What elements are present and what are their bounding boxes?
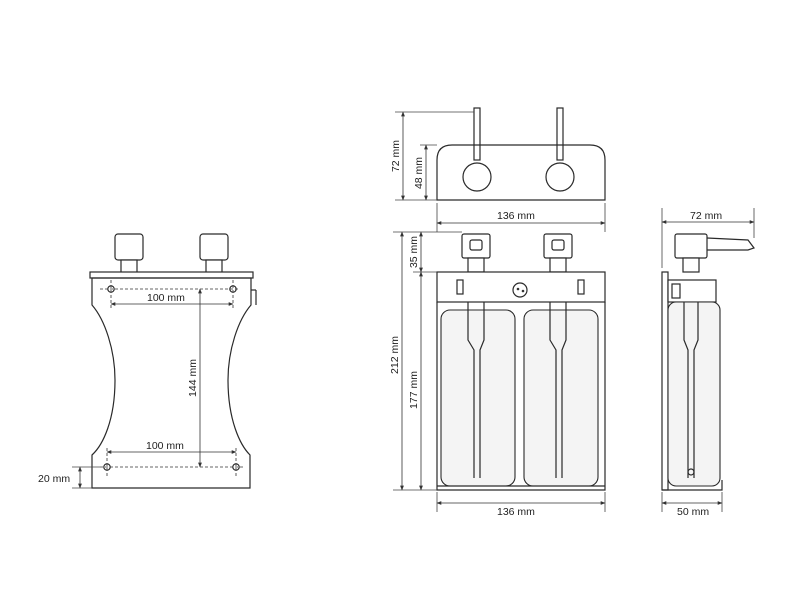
front-lock-screw	[512, 282, 528, 298]
front-dim-top-part: 48 mm	[413, 157, 425, 189]
front-top-pump-right	[545, 162, 575, 192]
front-dim-total-top: 72 mm	[390, 140, 402, 172]
back-top-bar	[89, 271, 254, 279]
back-dim-bottom-width: 100 mm	[146, 440, 184, 452]
front-dim-pump-height: 35 mm	[408, 236, 420, 268]
side-drip-tray	[662, 480, 723, 491]
back-view: 100 mm 144 mm 100 mm 20 mm	[38, 233, 257, 489]
side-view: 72 mm 50 mm	[661, 208, 755, 518]
side-dim-bottom-depth: 50 mm	[677, 506, 709, 518]
front-view: 72 mm 48 mm 136 mm	[389, 107, 606, 518]
front-top-pump-left	[462, 162, 492, 192]
front-top-plate	[436, 144, 606, 201]
side-dim-top-depth: 72 mm	[690, 210, 722, 222]
back-dim-top-width: 100 mm	[147, 292, 185, 304]
front-dim-bottle-height: 177 mm	[408, 371, 420, 409]
side-pump-nozzle	[706, 237, 755, 251]
front-drip-tray	[436, 302, 606, 491]
back-dim-bottom-offset: 20 mm	[38, 473, 70, 485]
back-pump-cap-right	[199, 233, 229, 261]
side-back-plate	[661, 271, 669, 491]
back-pump-cap-left	[114, 233, 144, 261]
front-dim-total-height: 212 mm	[389, 336, 401, 374]
side-pump-head	[674, 233, 708, 259]
front-bottle-left	[440, 309, 516, 487]
back-dim-height: 144 mm	[187, 359, 199, 397]
back-plate-body	[91, 277, 252, 489]
side-holder-block	[667, 279, 717, 303]
front-dim-bottom-width: 136 mm	[497, 506, 535, 518]
front-bottle-right	[523, 309, 599, 487]
front-dim-top-width: 136 mm	[497, 210, 535, 222]
